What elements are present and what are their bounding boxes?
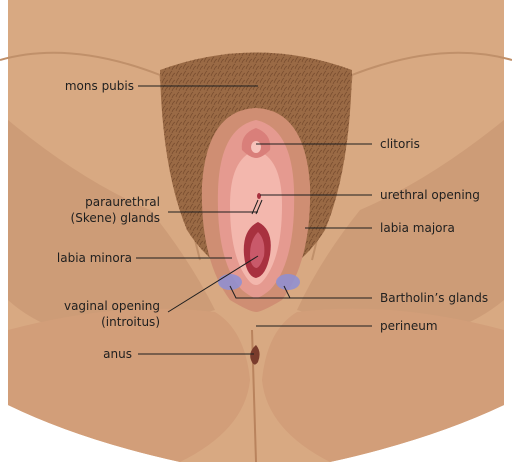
left-buttock — [8, 308, 250, 462]
clitoris-glans — [251, 141, 261, 153]
label-urethral-opening: urethral opening — [380, 188, 480, 202]
leader-paraurethral-tick2 — [255, 199, 263, 215]
gluteal-cleft — [251, 329, 257, 463]
label-clitoris: clitoris — [380, 137, 420, 151]
label-bartholins-glands: Bartholin’s glands — [380, 291, 488, 305]
label-anus: anus — [103, 347, 132, 361]
bartholin-gland-right — [276, 274, 300, 290]
label-labia-minora: labia minora — [57, 251, 132, 265]
leader-bartholins — [229, 285, 291, 299]
label-labia-majora: labia majora — [380, 221, 455, 235]
label-perineum: perineum — [380, 319, 438, 333]
leader-paraurethral-tick — [251, 199, 259, 215]
left-thigh-shadow — [8, 120, 215, 330]
label-paraurethral-line1: paraurethral — [85, 195, 160, 209]
bartholin-gland-left — [218, 274, 242, 290]
right-buttock — [262, 308, 504, 462]
right-thigh-shadow — [297, 120, 504, 330]
urethral-opening-mark — [257, 193, 261, 199]
label-paraurethral-line2: (Skene) glands — [71, 211, 160, 225]
leader-vaginal-opening — [167, 255, 259, 313]
anus-mark — [250, 345, 260, 365]
label-mons-pubis: mons pubis — [65, 79, 134, 93]
label-vaginal-opening-line1: vaginal opening — [64, 299, 160, 313]
label-vaginal-opening-line2: (introitus) — [101, 315, 160, 329]
